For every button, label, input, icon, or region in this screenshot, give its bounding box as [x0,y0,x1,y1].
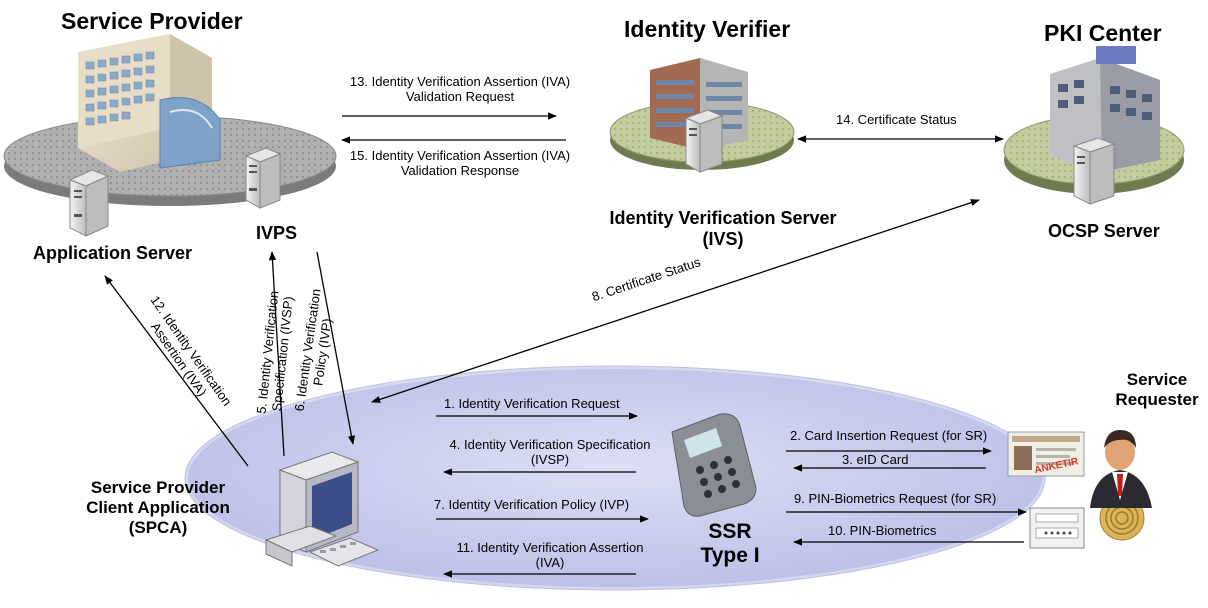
card-reader-icon [671,413,757,517]
message-13-line2: Validation Request [405,89,515,104]
pin-pad-icon [1029,507,1085,549]
spca-label-line1: Service Provider [90,478,226,497]
server-tower-icon [684,109,724,173]
message-9: 9. PIN-Biometrics Request (for SR) [794,491,997,506]
arrow-6 [316,251,356,445]
message-14: 14. Certificate Status [836,112,957,127]
message-11-line2: (IVA) [535,555,565,570]
ssr-label-line1: SSR [708,520,752,543]
ivs-label-line2: (IVS) [702,229,744,249]
desktop-computer-icon [264,451,380,567]
ivs-label: Identity Verification Server (IVS) [590,208,856,250]
message-15: 15. Identity Verification Assertion (IVA… [340,148,580,178]
service-requester-label: Service Requester [1112,370,1202,410]
pki-center-platform [1003,46,1185,205]
identity-verifier-platform [609,58,795,173]
message-11: 11. Identity Verification Assertion (IVA… [430,540,670,570]
ssr-label-line2: Type I [700,544,760,567]
message-4-line1: 4. Identity Verification Specification [449,437,651,452]
business-person-icon [1090,430,1152,508]
server-tower-icon [1072,137,1116,205]
service-provider-title: Service Provider [61,8,243,34]
arrow-5 [268,251,285,457]
ssr-label: SSR Type I [680,520,780,568]
spca-label: Service Provider Client Application (SPC… [68,478,248,538]
message-4-line2: (IVSP) [530,452,570,467]
spca-label-line3: (SPCA) [128,518,188,537]
message-3: 3. eID Card [842,452,909,467]
message-15-line1: 15. Identity Verification Assertion (IVA… [349,148,571,163]
service-requester-line2: Requester [1115,390,1199,409]
message-13-line1: 13. Identity Verification Assertion (IVA… [349,74,571,89]
server-tower-icon [244,147,282,209]
service-requester-line1: Service [1126,370,1188,389]
message-10: 10. PIN-Biometrics [828,523,937,538]
message-2: 2. Card Insertion Request (for SR) [790,428,988,443]
message-13: 13. Identity Verification Assertion (IVA… [340,74,580,104]
application-server-label: Application Server [33,243,193,263]
server-tower-icon [68,169,110,237]
arrow-8 [371,199,980,403]
ocsp-server-label: OCSP Server [1048,221,1160,241]
hospital-building-icon [1050,46,1160,172]
ivs-label-line1: Identity Verification Server [609,208,837,228]
office-building-icon [78,34,221,172]
arrow-12 [104,275,249,467]
pki-center-title: PKI Center [1044,20,1162,46]
spca-label-line2: Client Application [86,498,230,517]
message-15-line2: Validation Response [400,163,520,178]
ivps-label: IVPS [256,223,298,243]
message-4: 4. Identity Verification Specification (… [430,437,670,467]
message-7: 7. Identity Verification Policy (IVP) [434,497,630,512]
message-11-line1: 11. Identity Verification Assertion [456,540,644,555]
identity-verifier-title: Identity Verifier [624,16,791,42]
message-1: 1. Identity Verification Request [444,396,620,411]
eid-card-icon: ANKETIR [1007,431,1085,477]
